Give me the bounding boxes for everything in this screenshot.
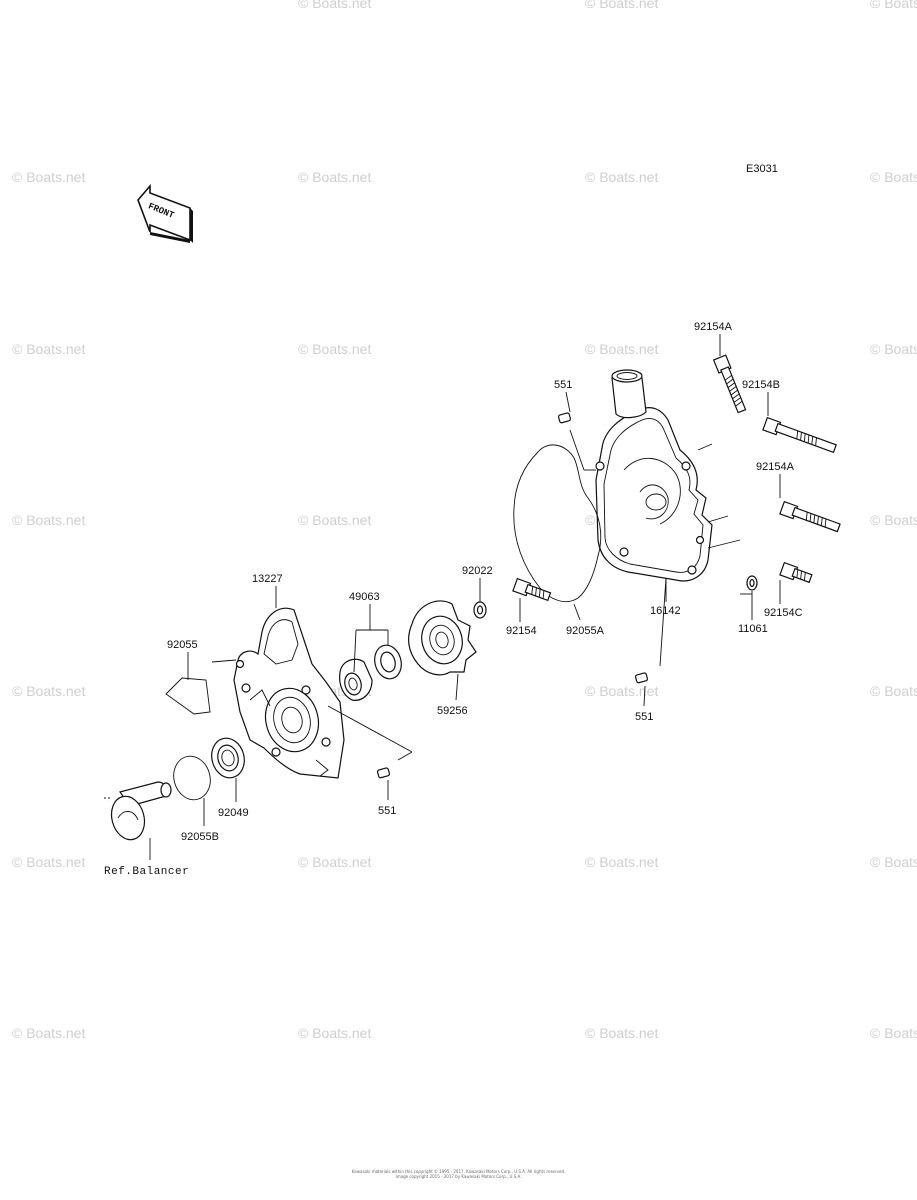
- o-ring-92055b: [173, 755, 211, 801]
- dowel-pin-551-right: [634, 672, 648, 684]
- part-label: 92154A: [756, 461, 795, 473]
- watermark: © Boats.net: [585, 1025, 658, 1041]
- part-label: 551: [554, 379, 572, 391]
- watermark: © Boats.net: [870, 512, 917, 528]
- o-ring-92022: [473, 601, 487, 619]
- part-label: 11061: [738, 623, 768, 635]
- watermark: © Boats.net: [12, 854, 85, 870]
- part-label: 49063: [349, 591, 380, 603]
- watermark: © Boats.net: [298, 0, 371, 11]
- watermark: © Boats.net: [12, 683, 85, 699]
- copyright-footer: Kawasaki materials within this copyright…: [0, 1169, 917, 1179]
- o-ring-92055: [165, 677, 211, 715]
- part-label: 92154A: [694, 321, 733, 333]
- part-label: 59256: [437, 705, 468, 717]
- part-label: 92154B: [742, 379, 780, 391]
- bolt-92154a-mid: [779, 500, 841, 533]
- part-label: 92154: [506, 625, 537, 637]
- washer-11061: [746, 575, 758, 591]
- part-labels: 92154A 551 92154B 92154A 92022 13227 490…: [104, 321, 803, 878]
- balancer-shaft: [104, 781, 172, 841]
- watermark: © Boats.net: [585, 683, 658, 699]
- watermark: © Boats.net: [870, 0, 917, 11]
- copyright-line: Image copyright 2015 - 2017 by Kawasaki …: [395, 1174, 522, 1179]
- bolt-92154b: [762, 416, 837, 454]
- watermark: © Boats.net: [298, 854, 371, 870]
- watermark: © Boats.net: [298, 341, 371, 357]
- watermark: © Boats.net: [870, 341, 917, 357]
- pump-cover-16142: [595, 369, 713, 582]
- watermark: © Boats.net: [585, 169, 658, 185]
- part-label: 92022: [462, 565, 493, 577]
- dowel-pin-551-top: [557, 412, 571, 424]
- watermark: © Boats.net: [585, 854, 658, 870]
- bolt-92154c: [779, 561, 813, 584]
- watermark: © Boats.net: [585, 0, 658, 11]
- copyright-line: Kawasaki materials within this copyright…: [351, 1169, 566, 1174]
- watermark: © Boats.net: [870, 1025, 917, 1041]
- part-label: 551: [378, 805, 396, 817]
- dowel-pin-551-bottom: [376, 767, 390, 779]
- watermark: © Boats.net: [298, 169, 371, 185]
- gasket-92055a: [513, 444, 602, 602]
- pump-body-13227: [233, 607, 345, 779]
- part-label: 92154C: [764, 607, 803, 619]
- part-label: 92055A: [566, 625, 605, 637]
- watermark: © Boats.net: [870, 169, 917, 185]
- part-label: 92055B: [181, 831, 219, 843]
- leader-lines: [149, 334, 781, 860]
- part-label: 13227: [252, 573, 283, 585]
- ref-balancer-label: Ref.Balancer: [104, 866, 189, 878]
- part-label: 16142: [650, 605, 681, 617]
- part-label: 551: [635, 711, 653, 723]
- watermark: © Boats.net: [870, 683, 917, 699]
- watermark: © Boats.net: [12, 1025, 85, 1041]
- impeller-59256: [408, 600, 477, 676]
- watermark: © Boats.net: [12, 341, 85, 357]
- watermark: © Boats.net: [298, 512, 371, 528]
- bolt-92154: [512, 577, 552, 602]
- part-label: 92055: [167, 639, 198, 651]
- front-arrow-icon: FRONT: [137, 183, 193, 243]
- watermark: © Boats.net: [870, 854, 917, 870]
- watermark: © Boats.net: [585, 341, 658, 357]
- watermark: © Boats.net: [12, 169, 85, 185]
- part-label: 92049: [218, 807, 249, 819]
- bolt-92154a-top: [712, 354, 747, 414]
- watermark-layer: © Boats.net © Boats.net © Boats.net © Bo…: [12, 0, 917, 1041]
- oil-seal-92049: [211, 737, 245, 779]
- diagram-code: E3031: [746, 163, 778, 175]
- watermark: © Boats.net: [298, 1025, 371, 1041]
- watermark: © Boats.net: [12, 512, 85, 528]
- mechanical-seal-49063: [339, 644, 402, 701]
